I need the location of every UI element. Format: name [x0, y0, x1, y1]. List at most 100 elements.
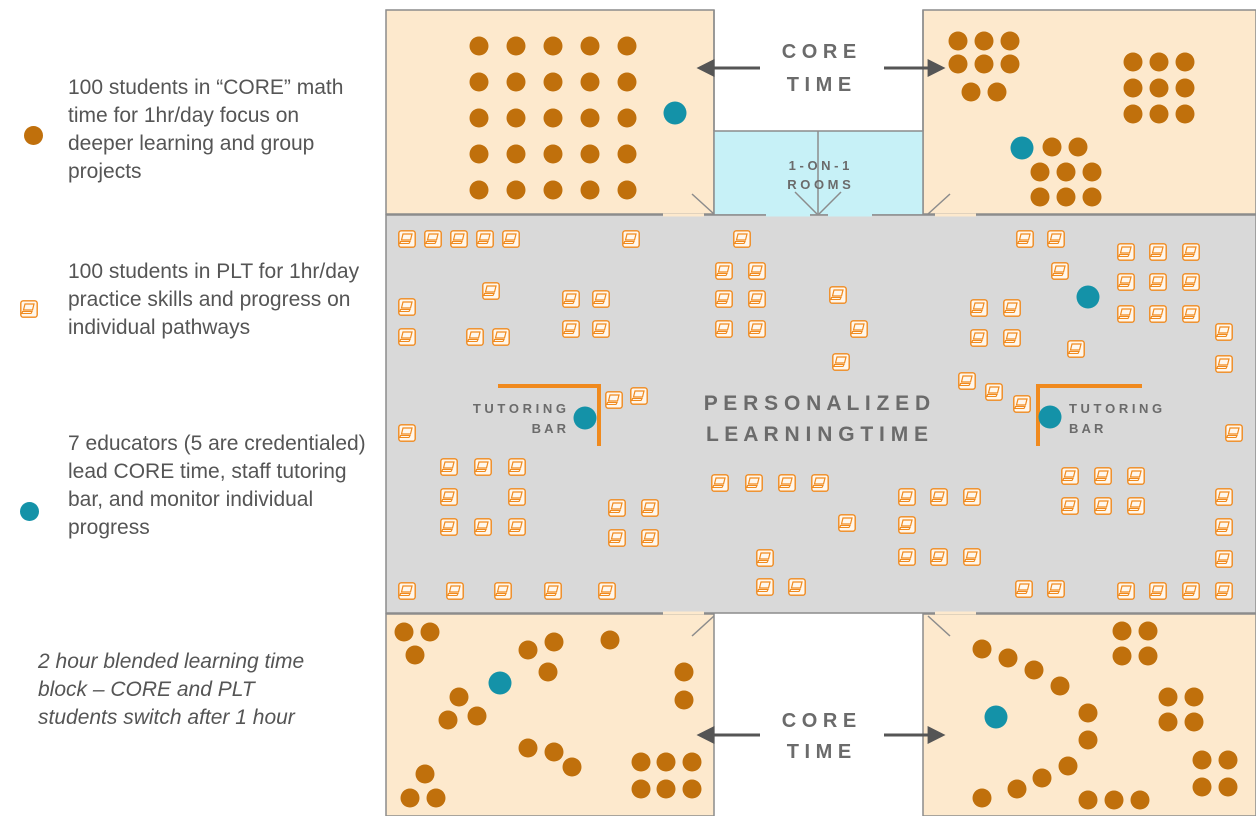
- student-dot-icon: [467, 706, 487, 726]
- laptop-icon: [476, 230, 494, 248]
- student-dot-icon: [682, 779, 702, 799]
- student-dot-icon: [543, 72, 563, 92]
- student-dot-icon: [1082, 187, 1102, 207]
- laptop-icon: [608, 499, 626, 517]
- core-time-label-bottom: C O R E: [782, 710, 856, 732]
- student-dot-icon: [1175, 104, 1195, 124]
- laptop-icon: [508, 488, 526, 506]
- laptop-icon: [930, 488, 948, 506]
- student-dot-icon: [405, 645, 425, 665]
- student-dot-icon: [948, 54, 968, 74]
- laptop-icon: [898, 548, 916, 566]
- legend-note-text: 2 hour blended learning time block – COR…: [38, 650, 305, 729]
- laptop-icon: [608, 529, 626, 547]
- student-dot-icon: [24, 126, 43, 145]
- student-dot-icon: [543, 144, 563, 164]
- laptop-icon: [622, 230, 640, 248]
- laptop-icon: [1051, 262, 1069, 280]
- plt-area: [385, 214, 1256, 614]
- laptop-icon: [562, 290, 580, 308]
- laptop-icon: [756, 578, 774, 596]
- laptop-icon: [1215, 550, 1233, 568]
- student-dot-icon: [543, 36, 563, 56]
- student-dot-icon: [1123, 52, 1143, 72]
- laptop-icon: [20, 300, 38, 318]
- laptop-icon: [641, 529, 659, 547]
- legend-core-students-text: 100 students in “CORE” math time for 1hr…: [68, 76, 344, 183]
- laptop-icon: [398, 582, 416, 600]
- student-dot-icon: [1112, 621, 1132, 641]
- laptop-icon: [1003, 329, 1021, 347]
- student-dot-icon: [580, 72, 600, 92]
- laptop-icon: [1047, 580, 1065, 598]
- laptop-icon: [715, 290, 733, 308]
- laptop-icon: [1047, 230, 1065, 248]
- laptop-icon: [1127, 497, 1145, 515]
- laptop-icon: [788, 578, 806, 596]
- laptop-icon: [605, 391, 623, 409]
- one-on-one-label: 1 - O N - 1: [789, 158, 850, 173]
- tutoring-bar-label-right: T U T O R I N G: [1069, 401, 1162, 416]
- laptop-icon: [592, 320, 610, 338]
- student-dot-icon: [600, 630, 620, 650]
- laptop-icon: [1215, 488, 1233, 506]
- student-dot-icon: [1158, 687, 1178, 707]
- student-dot-icon: [972, 788, 992, 808]
- legend-panel: 100 students in “CORE” math time for 1hr…: [0, 0, 380, 816]
- student-dot-icon: [544, 742, 564, 762]
- tutoring-bar-counter-right: [1036, 384, 1142, 446]
- laptop-icon: [970, 299, 988, 317]
- laptop-icon: [711, 474, 729, 492]
- laptop-icon: [1061, 467, 1079, 485]
- student-dot-icon: [1149, 104, 1169, 124]
- laptop-icon: [748, 290, 766, 308]
- student-dot-icon: [469, 144, 489, 164]
- laptop-icon: [474, 518, 492, 536]
- student-dot-icon: [420, 622, 440, 642]
- educator-dot-icon: [1076, 285, 1100, 309]
- door-swing: [927, 615, 951, 637]
- student-dot-icon: [617, 36, 637, 56]
- student-dot-icon: [1078, 790, 1098, 810]
- student-dot-icon: [948, 31, 968, 51]
- student-dot-icon: [1158, 712, 1178, 732]
- student-dot-icon: [426, 788, 446, 808]
- student-dot-icon: [1056, 187, 1076, 207]
- student-dot-icon: [506, 180, 526, 200]
- laptop-icon: [502, 230, 520, 248]
- laptop-icon: [1215, 518, 1233, 536]
- student-dot-icon: [1184, 687, 1204, 707]
- laptop-icon: [508, 458, 526, 476]
- student-dot-icon: [1024, 660, 1044, 680]
- laptop-icon: [733, 230, 751, 248]
- laptop-icon: [1149, 305, 1167, 323]
- laptop-icon: [1149, 582, 1167, 600]
- tutoring-bar-label-left: B A R: [532, 421, 567, 436]
- student-dot-icon: [580, 144, 600, 164]
- student-dot-icon: [998, 648, 1018, 668]
- educator-dot-icon: [1010, 136, 1034, 160]
- student-dot-icon: [682, 752, 702, 772]
- student-dot-icon: [438, 710, 458, 730]
- laptop-icon: [1013, 395, 1031, 413]
- door-swing: [691, 193, 715, 215]
- laptop-icon: [482, 282, 500, 300]
- student-dot-icon: [1123, 78, 1143, 98]
- student-dot-icon: [580, 180, 600, 200]
- student-dot-icon: [1078, 730, 1098, 750]
- laptop-icon: [745, 474, 763, 492]
- core-time-label-top: C O R E: [782, 41, 856, 63]
- laptop-icon: [1117, 305, 1135, 323]
- student-dot-icon: [656, 752, 676, 772]
- student-dot-icon: [1149, 78, 1169, 98]
- laptop-icon: [748, 262, 766, 280]
- laptop-icon: [829, 286, 847, 304]
- laptop-icon: [474, 458, 492, 476]
- student-dot-icon: [506, 72, 526, 92]
- student-dot-icon: [1058, 756, 1078, 776]
- laptop-icon: [1016, 230, 1034, 248]
- door-swing: [794, 191, 818, 215]
- student-dot-icon: [974, 31, 994, 51]
- core-time-label-bottom: T I M E: [787, 741, 851, 763]
- student-dot-icon: [543, 180, 563, 200]
